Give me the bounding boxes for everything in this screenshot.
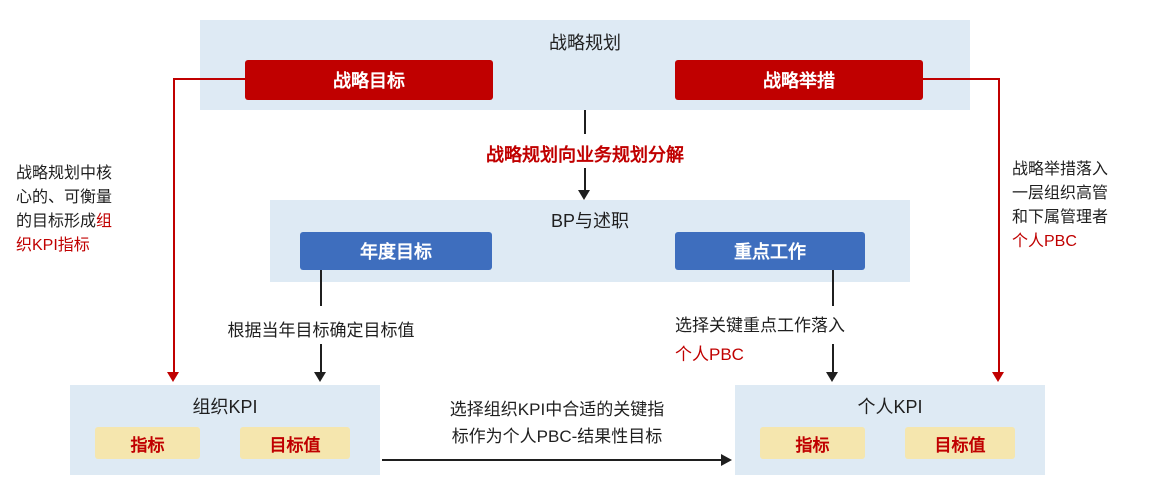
left-note-black-text: 战略规划中核心的、可衡量的目标形成	[16, 165, 113, 230]
personal-kpi-title: 个人KPI	[857, 397, 923, 417]
org-kpi-target-chip: 目标值	[240, 427, 350, 459]
keywork-arrow-label-red: 个人PBC	[675, 344, 744, 364]
transfer-arrow-label-line2: 标作为个人PBC-结果性目标	[451, 427, 663, 447]
keywork-arrowhead-icon	[826, 372, 838, 382]
decompose-label: 战略规划向业务规划分解	[486, 145, 684, 165]
personal-kpi-target-chip: 目标值	[905, 427, 1015, 459]
transfer-arrow-label-line1: 选择组织KPI中合适的关键指	[449, 400, 665, 419]
goal-to-orgkpi-connector-horizontal	[173, 78, 245, 80]
annual-goal-box: 年度目标	[300, 232, 492, 270]
right-note-black-text: 战略举措落入一层组织高管和下属管理者	[1012, 161, 1109, 226]
keywork-arrow-label: 选择关键重点工作落入个人PBC	[675, 312, 925, 370]
annualgoal-arrowhead-icon	[314, 372, 326, 382]
left-note: 战略规划中核心的、可衡量的目标形成组织KPI指标	[16, 162, 120, 258]
right-note-red-text: 个人PBC	[1012, 233, 1077, 250]
planning-to-decompose-line	[584, 110, 586, 134]
initiative-to-personalkpi-connector-horizontal	[923, 78, 1000, 80]
keywork-arrow-line-bottom	[832, 344, 834, 374]
decompose-to-bp-arrowhead-icon	[578, 190, 590, 200]
key-work-box: 重点工作	[675, 232, 865, 270]
annualgoal-arrow-line-bottom	[320, 344, 322, 374]
bp-review-title: BP与述职	[550, 211, 629, 231]
org-kpi-indicator-chip: 指标	[95, 427, 200, 459]
keywork-arrow-line-top	[832, 270, 834, 306]
decompose-to-bp-line	[584, 168, 586, 192]
goal-to-orgkpi-arrowhead-icon	[167, 372, 179, 382]
initiative-to-personalkpi-arrowhead-icon	[992, 372, 1004, 382]
goal-to-orgkpi-connector-vertical	[173, 78, 175, 374]
transfer-arrow-label: 选择组织KPI中合适的关键指标作为个人PBC-结果性目标	[392, 396, 722, 450]
personal-kpi-indicator-chip: 指标	[760, 427, 865, 459]
transfer-arrowhead-icon	[721, 454, 732, 466]
left-note-red-text: 组织KPI指标	[16, 213, 113, 254]
keywork-arrow-label-black: 选择关键重点工作落入	[675, 316, 845, 335]
annualgoal-arrow-label: 根据当年目标确定目标值	[227, 321, 415, 340]
org-kpi-title: 组织KPI	[192, 397, 258, 417]
strategic-goal-box: 战略目标	[245, 60, 493, 100]
right-note: 战略举措落入一层组织高管和下属管理者个人PBC	[1012, 158, 1116, 254]
strategic-planning-title: 战略规划	[549, 33, 621, 53]
transfer-arrow-line	[382, 459, 722, 461]
initiative-to-personalkpi-connector-vertical	[998, 78, 1000, 374]
strategic-initiative-box: 战略举措	[675, 60, 923, 100]
annualgoal-arrow-line-top	[320, 270, 322, 306]
